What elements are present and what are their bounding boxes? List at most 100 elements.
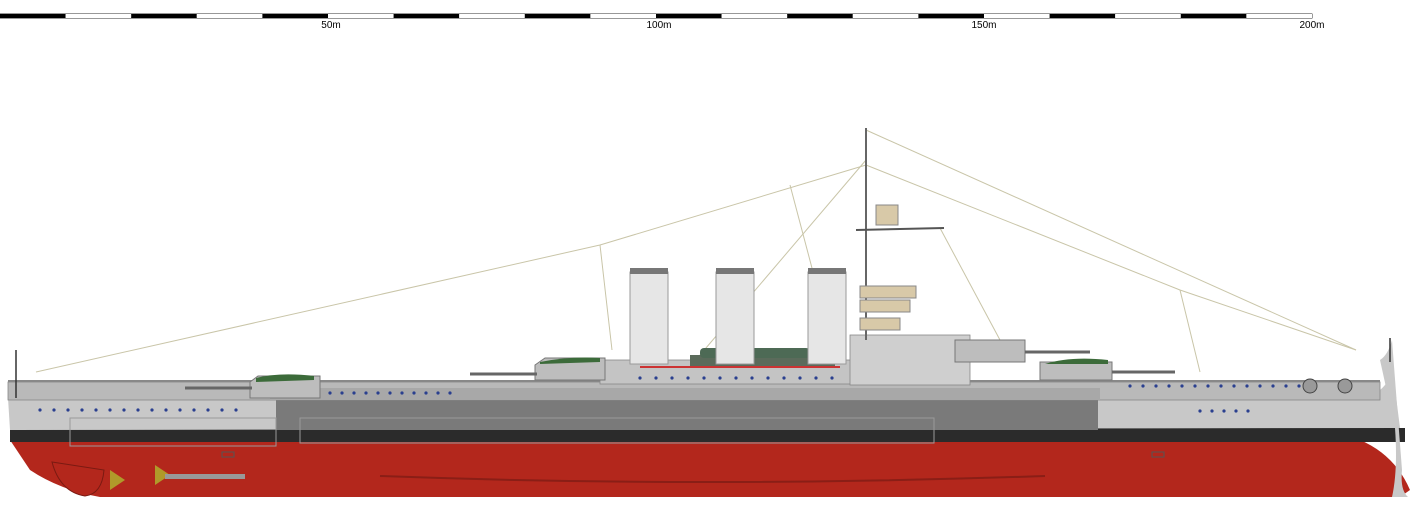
scale-label-150m: 150m xyxy=(971,20,997,31)
porthole xyxy=(448,391,452,395)
hull-aft-panel xyxy=(69,417,277,447)
red-stripe xyxy=(640,366,840,368)
porthole xyxy=(1206,384,1210,388)
scale-bar-segment xyxy=(524,14,591,18)
armor-belt xyxy=(276,400,1098,430)
porthole xyxy=(814,376,818,380)
porthole xyxy=(136,408,140,412)
scale-bar-segment xyxy=(459,14,525,18)
scale-bar-segment xyxy=(328,14,394,18)
porthole xyxy=(234,408,238,412)
aft-casemate xyxy=(270,388,1100,400)
porthole xyxy=(1258,384,1262,388)
hull-lower-red xyxy=(10,440,1410,497)
porthole xyxy=(340,391,344,395)
platform-2 xyxy=(859,299,911,313)
porthole xyxy=(1141,384,1145,388)
porthole xyxy=(1128,384,1132,388)
hull-door-aft xyxy=(221,451,235,458)
porthole xyxy=(122,408,126,412)
scale-bar-segment xyxy=(393,14,460,18)
rudder xyxy=(165,474,245,479)
porthole xyxy=(436,391,440,395)
porthole xyxy=(1154,384,1158,388)
porthole xyxy=(1219,384,1223,388)
porthole xyxy=(782,376,786,380)
porthole xyxy=(178,408,182,412)
porthole xyxy=(1180,384,1184,388)
porthole xyxy=(1193,384,1197,388)
spotting-top xyxy=(875,204,899,226)
scale-label-100m: 100m xyxy=(646,20,672,31)
porthole xyxy=(702,376,706,380)
scale-bar-segment xyxy=(590,14,656,18)
porthole xyxy=(1167,384,1171,388)
scale-bar-graphic xyxy=(0,13,1313,19)
scale-bar-segment xyxy=(0,14,66,18)
anchor-hawse-1 xyxy=(1302,378,1318,394)
porthole xyxy=(718,376,722,380)
porthole xyxy=(1198,409,1202,413)
porthole xyxy=(150,408,154,412)
hull-door-fwd xyxy=(1151,451,1165,458)
porthole xyxy=(376,391,380,395)
porthole xyxy=(654,376,658,380)
funnel-1 xyxy=(629,271,669,365)
funnels xyxy=(629,268,847,365)
porthole xyxy=(1297,384,1301,388)
funnel-3 xyxy=(807,271,847,365)
foremast xyxy=(855,128,945,340)
porthole xyxy=(1271,384,1275,388)
porthole xyxy=(686,376,690,380)
scale-bar-segment xyxy=(1049,14,1116,18)
porthole xyxy=(1222,409,1226,413)
portholes xyxy=(38,376,1301,413)
hull-fittings xyxy=(15,338,1391,490)
porthole xyxy=(108,408,112,412)
scale-bar-segment xyxy=(918,14,984,18)
funnel-2 xyxy=(715,271,755,365)
porthole xyxy=(670,376,674,380)
porthole xyxy=(52,408,56,412)
porthole xyxy=(424,391,428,395)
porthole xyxy=(766,376,770,380)
scale-bar: 50m 100m 150m 200m xyxy=(0,0,1422,40)
porthole xyxy=(1232,384,1236,388)
porthole xyxy=(1246,409,1250,413)
superstructure xyxy=(7,334,1381,401)
porthole xyxy=(388,391,392,395)
propeller-1 xyxy=(110,470,125,490)
porthole xyxy=(638,376,642,380)
scale-bar-segment xyxy=(984,14,1050,18)
porthole xyxy=(1234,409,1238,413)
porthole xyxy=(400,391,404,395)
porthole xyxy=(364,391,368,395)
bridge-block xyxy=(849,334,971,386)
scale-bar-segment xyxy=(852,14,919,18)
scale-bar-segment xyxy=(787,14,853,18)
rigging xyxy=(35,129,1357,373)
propeller-2 xyxy=(155,465,170,485)
porthole xyxy=(352,391,356,395)
platform-3 xyxy=(859,317,901,331)
porthole xyxy=(1284,384,1288,388)
armor-belt-panel xyxy=(299,417,935,444)
porthole xyxy=(830,376,834,380)
scale-bar-segment xyxy=(1180,14,1247,18)
porthole xyxy=(734,376,738,380)
platform-1 xyxy=(859,285,917,299)
keel-line xyxy=(379,475,1046,483)
turrets xyxy=(185,339,1175,399)
porthole xyxy=(192,408,196,412)
scale-label-200m: 200m xyxy=(1299,20,1325,31)
bow-stem xyxy=(1380,340,1408,497)
scale-bar-segment xyxy=(262,14,328,18)
scale-bar-segment xyxy=(721,14,788,18)
porthole xyxy=(1210,409,1214,413)
turret-fwd-b xyxy=(954,339,1026,363)
boot-topping xyxy=(10,428,1405,442)
porthole xyxy=(66,408,70,412)
scale-bar-segment xyxy=(65,14,132,18)
scale-bar-segment xyxy=(131,14,197,18)
porthole xyxy=(94,408,98,412)
